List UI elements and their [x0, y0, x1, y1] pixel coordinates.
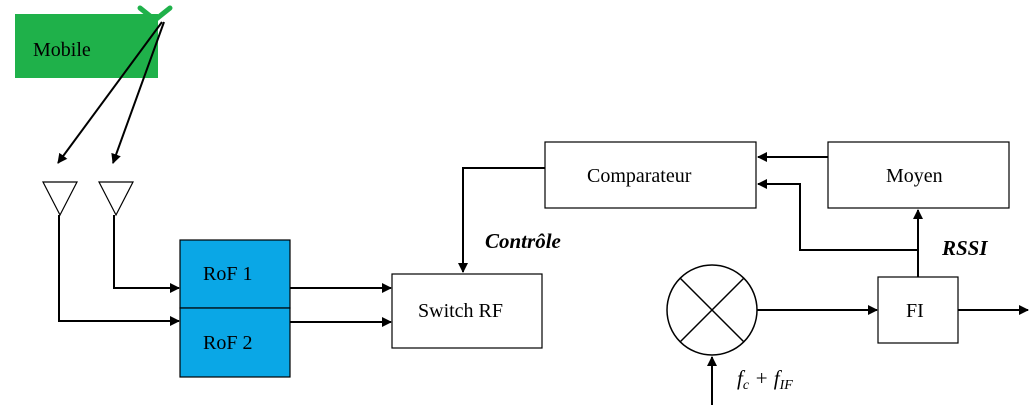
link-to-antenna-1: [57, 21, 163, 164]
fi-label: FI: [906, 300, 924, 322]
fi-box: [877, 276, 959, 344]
mobile-label: Mobile: [33, 39, 91, 61]
rof1-box: [179, 239, 291, 309]
mobile-node: Mobile: [15, 14, 158, 78]
rof2-box: [179, 307, 291, 378]
mixer-icon: [666, 264, 758, 356]
rssi-to-comparateur: [757, 179, 918, 251]
lo-frequency-label: fc + fIF: [737, 366, 793, 393]
control-line: [458, 167, 545, 273]
antenna-1-to-rof2: [58, 215, 180, 326]
antenna-2-to-rof1: [113, 215, 180, 293]
controle-label: Contrôle: [485, 229, 561, 253]
switch-rf-label: Switch RF: [418, 300, 503, 322]
comparateur-box: [544, 141, 757, 209]
mobile-box: [15, 14, 158, 78]
antenna-2-icon: [98, 181, 134, 217]
rof1-label: RoF 1: [203, 263, 252, 285]
comparateur-label: Comparateur: [587, 165, 692, 187]
moyen-box: [827, 141, 1010, 209]
switch-rf-box: [391, 273, 543, 349]
moyen-label: Moyen: [886, 165, 943, 187]
rof2-label: RoF 2: [203, 332, 252, 354]
antenna-1-icon: [42, 181, 78, 217]
rssi-label: RSSI: [941, 236, 988, 260]
link-to-antenna-2: [111, 21, 165, 164]
